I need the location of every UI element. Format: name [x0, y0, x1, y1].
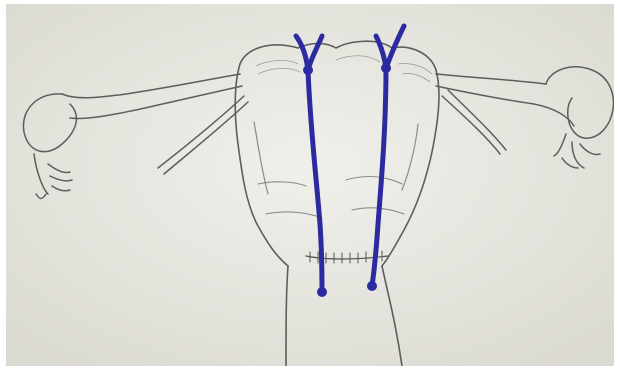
pencil-drawing [6, 4, 614, 366]
left-ink-dot-top [303, 65, 313, 75]
right-ink-dot-top [381, 63, 391, 73]
left-ink-dot-bottom [317, 287, 327, 297]
right-ink-dot-bottom [367, 281, 377, 291]
